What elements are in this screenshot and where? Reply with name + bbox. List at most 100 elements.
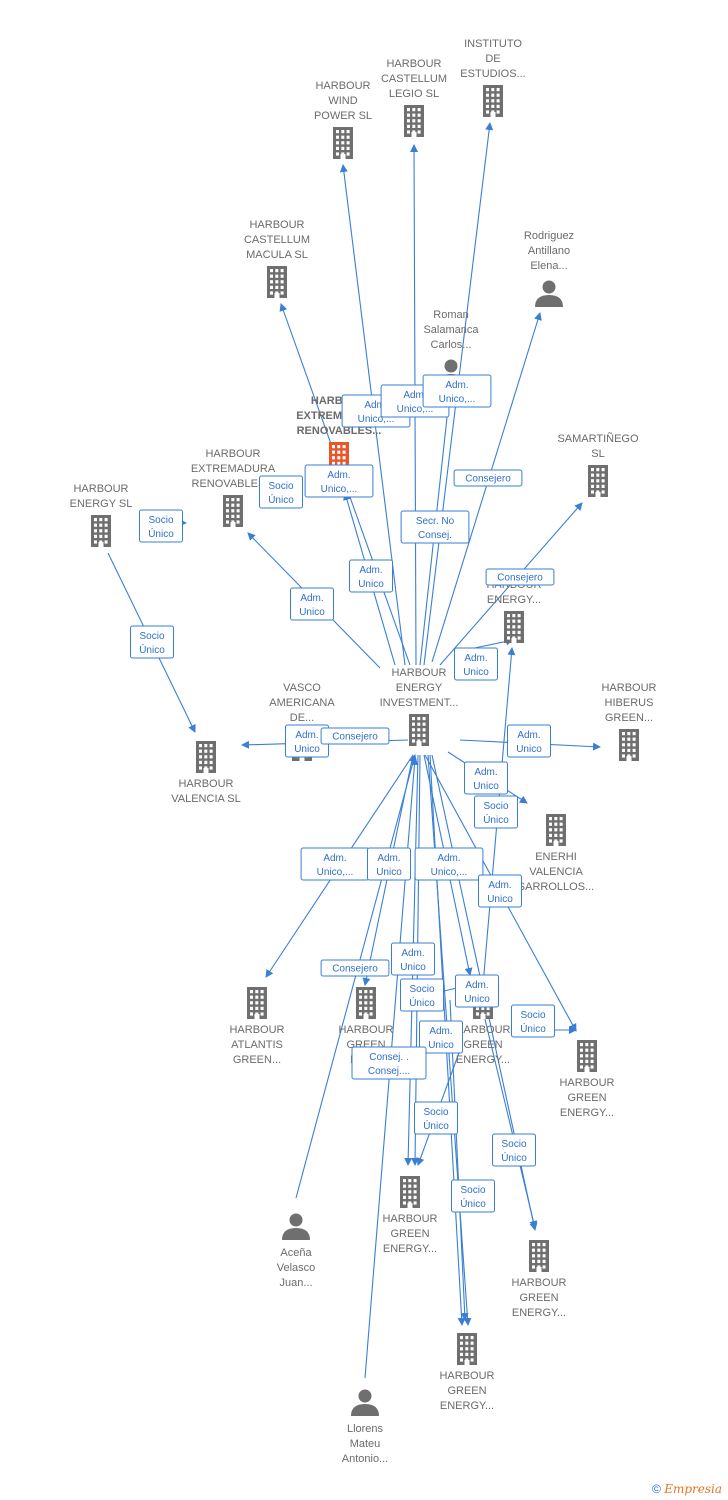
node-llorens[interactable]: LlorensMateuAntonio... [342, 1389, 388, 1466]
building-icon [529, 1240, 549, 1272]
node-label: POWER SL [314, 110, 372, 122]
badge-label: Unico [376, 867, 402, 878]
badge-label: Unico [294, 744, 320, 755]
node-label: GREEN... [233, 1054, 281, 1066]
badge-label: Unico,... [321, 484, 358, 495]
badge-label: Consejero [332, 732, 378, 743]
node-roman[interactable]: RomanSalamancaCarlos... [423, 309, 479, 386]
building-icon [409, 714, 429, 746]
node-label: GREEN [447, 1385, 486, 1397]
role-badge[interactable]: Adm.Unico [419, 1020, 463, 1054]
node-label: ENERGY... [383, 1243, 437, 1255]
building-icon [619, 729, 639, 761]
role-badge[interactable]: Adm. Unico,... [300, 847, 370, 881]
badge-label: Adm. [364, 400, 387, 411]
node-extremadura[interactable]: HARBOUREXTREMADURARENOVABLES... [191, 448, 276, 527]
node-green3[interactable]: HARBOURGREENENERGY... [559, 1040, 615, 1119]
node-label: ENERGY [396, 682, 443, 694]
badge-label: Único [268, 493, 294, 506]
building-icon [356, 987, 376, 1019]
node-label: RENOVABLES... [297, 425, 382, 437]
role-badge[interactable]: Adm.Unico [464, 761, 508, 795]
role-badge[interactable]: Adm.Unico [507, 724, 551, 758]
node-label: LEGIO SL [389, 88, 439, 100]
role-badge[interactable]: Adm.Unico [367, 847, 411, 881]
building-icon [223, 495, 243, 527]
role-badge[interactable]: Adm.Unico [478, 874, 522, 908]
badge-label: Socio [268, 481, 293, 492]
node-hiberus[interactable]: HARBOURHIBERUSGREEN... [601, 682, 657, 761]
badge-label: Unico,... [397, 404, 434, 415]
role-badge[interactable]: Adm.Unico,... [304, 464, 374, 498]
role-badge[interactable]: Consejero [320, 959, 390, 977]
node-label: Salamanca [423, 324, 479, 336]
footer-brand[interactable]: © Empresia [652, 1482, 722, 1496]
node-label: SAMARTIÑEGO [557, 432, 639, 445]
node-label: HARBOUR [559, 1077, 614, 1089]
badge-label: Único [409, 996, 435, 1009]
badge-label: Unico,... [317, 867, 354, 878]
node-green5[interactable]: HARBOURGREENENERGY... [511, 1240, 567, 1319]
role-badge[interactable]: Adm.Unico,... [414, 847, 484, 881]
node-label: GREEN... [605, 712, 653, 724]
node-energy_mid[interactable]: HARBOURENERGY... [486, 579, 542, 643]
node-label: SARROLLOS... [518, 881, 594, 893]
role-badge[interactable]: Consejero [320, 727, 390, 745]
role-badge[interactable]: Adm.Unico [349, 559, 393, 593]
badge-label: Adm. [323, 853, 346, 864]
badges-layer: Adm. Unico,... Adm. Unico,... Adm. Unico,... S… [130, 374, 555, 1213]
badge-label: Consej. [418, 530, 452, 541]
building-icon [404, 105, 424, 137]
badge-label: Adm. [401, 948, 424, 959]
node-label: INSTITUTO [464, 38, 522, 50]
copyright-icon: © [652, 1482, 661, 1496]
node-label: AMERICANA [269, 697, 335, 709]
node-instituto[interactable]: INSTITUTODEESTUDIOS... [460, 38, 526, 117]
node-enerhi[interactable]: ENERHIVALENCIASARROLLOS... [518, 814, 594, 893]
node-label: GREEN [567, 1092, 606, 1104]
role-badge[interactable]: Consejero [453, 469, 523, 487]
role-badge[interactable]: Adm.Unico [290, 587, 334, 621]
node-green4[interactable]: HARBOURGREENENERGY... [382, 1176, 438, 1255]
role-badge[interactable]: Adm.Unico [455, 974, 499, 1008]
node-investment[interactable]: HARBOURENERGYINVESTMENT... [380, 667, 459, 746]
badge-label: Consej. . [369, 1052, 408, 1063]
role-badge[interactable]: Adm.Unico [454, 647, 498, 681]
role-badge[interactable]: Consejero [485, 568, 555, 586]
node-atlantis[interactable]: HARBOURATLANTISGREEN... [229, 987, 285, 1066]
badge-label: Consejero [497, 573, 543, 584]
node-acena[interactable]: AceñaVelascoJuan... [277, 1213, 316, 1290]
node-label: ATLANTIS [231, 1039, 283, 1051]
badge-label: Socio [148, 515, 173, 526]
role-badge[interactable]: Adm.Unico,... [422, 374, 492, 408]
badge-label: Unico [516, 744, 542, 755]
node-label: MACULA SL [246, 249, 308, 261]
badge-label: Único [483, 813, 509, 826]
badge-label: Socio [501, 1139, 526, 1150]
node-label: HARBOUR [511, 1277, 566, 1289]
role-badge[interactable]: Adm.Unico [391, 942, 435, 976]
role-badge[interactable]: Consej. .Consej.... [351, 1046, 427, 1080]
badge-label: Socio [139, 631, 164, 642]
node-label: HARBOUR [382, 1213, 437, 1225]
node-label: HARBOUR [439, 1370, 494, 1382]
node-green6[interactable]: HARBOURGREENENERGY... [439, 1333, 495, 1412]
badge-label: Unico [299, 607, 325, 618]
node-rodriguez[interactable]: RodriguezAntillanoElena... [524, 230, 574, 307]
